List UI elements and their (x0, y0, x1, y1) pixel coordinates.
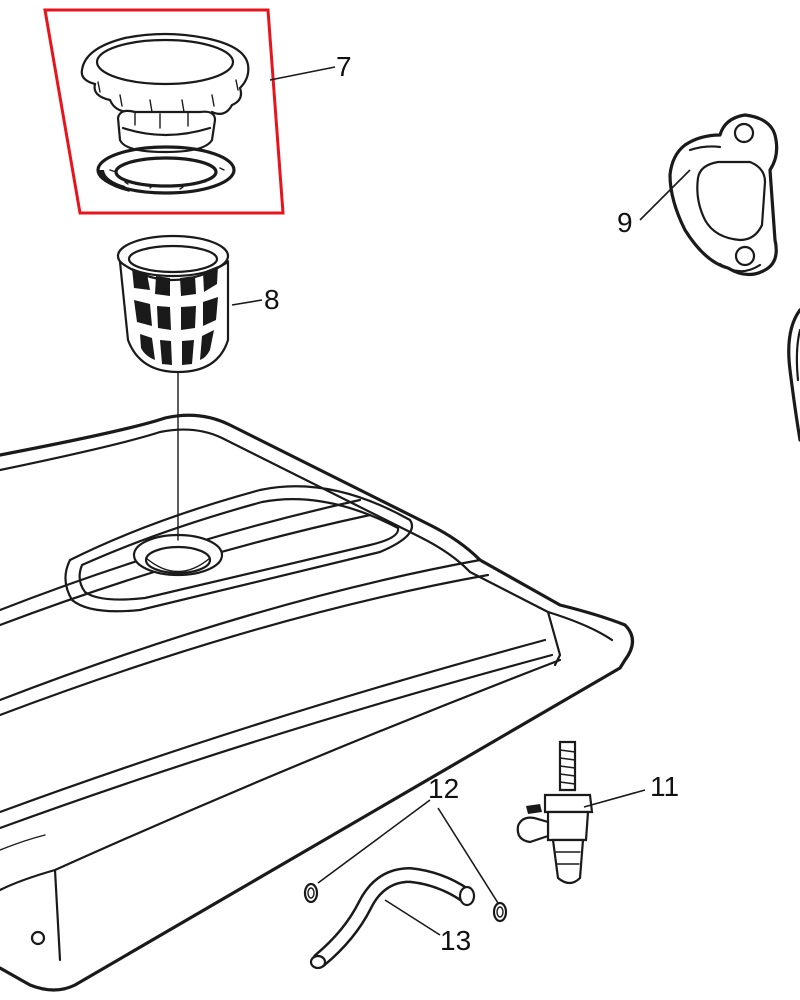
fuel-cap (80, 32, 250, 195)
callout-12: 12 (428, 773, 459, 804)
callout-11: 11 (650, 771, 679, 802)
fuel-valve (516, 740, 594, 885)
fuel-hose (309, 866, 476, 970)
callout-9: 9 (617, 207, 633, 238)
hose-clip-left (303, 882, 319, 904)
callout-8: 8 (264, 284, 280, 315)
fuel-tank (0, 413, 635, 992)
adjacent-part-edge-inner (795, 328, 800, 382)
callout-7: 7 (336, 51, 352, 82)
hose-clip-right (492, 901, 508, 923)
callout-13: 13 (440, 925, 471, 956)
highlight-box (43, 8, 285, 215)
adjacent-part-edge (787, 308, 800, 442)
fuel-strainer (116, 234, 230, 541)
leader-lines (231, 66, 691, 936)
gasket (668, 113, 779, 277)
